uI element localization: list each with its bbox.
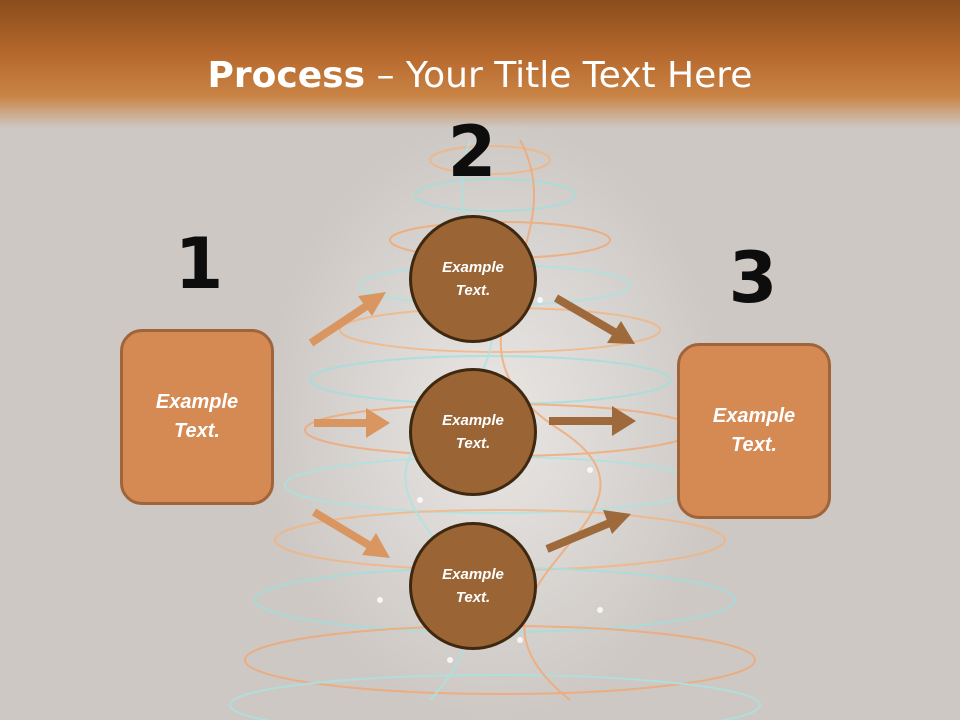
arrow-left-to-middle	[314, 408, 390, 438]
title-banner	[0, 0, 960, 128]
arrow-top-to-right	[553, 294, 635, 344]
title-bold: Process	[207, 55, 366, 96]
circle-top-line2: Text.	[455, 282, 491, 299]
circle-middle-line1: Example	[442, 412, 504, 429]
right-box-line2: Text.	[731, 434, 777, 456]
left-box-line2: Text.	[174, 420, 220, 442]
circle-middle-line2: Text.	[455, 435, 491, 452]
right-box-line1: Example	[712, 405, 796, 427]
arrow-left-to-bottom	[311, 508, 390, 558]
step-number-1: 1	[174, 223, 224, 305]
arrow-left-to-top	[308, 292, 386, 347]
step-number-2: 2	[447, 111, 497, 193]
slide-title: Process – Your Title Text Here	[0, 54, 960, 98]
circle-top-line1: Example	[442, 259, 504, 276]
arrow-bottom-to-right	[545, 510, 631, 553]
step-number-3: 3	[728, 237, 778, 319]
left-box-line1: Example	[155, 391, 239, 413]
arrow-middle-to-right	[549, 406, 636, 436]
circle-bottom-line2: Text.	[455, 589, 491, 606]
circle-bottom-line1: Example	[442, 566, 504, 583]
title-rest: – Your Title Text Here	[365, 55, 753, 96]
